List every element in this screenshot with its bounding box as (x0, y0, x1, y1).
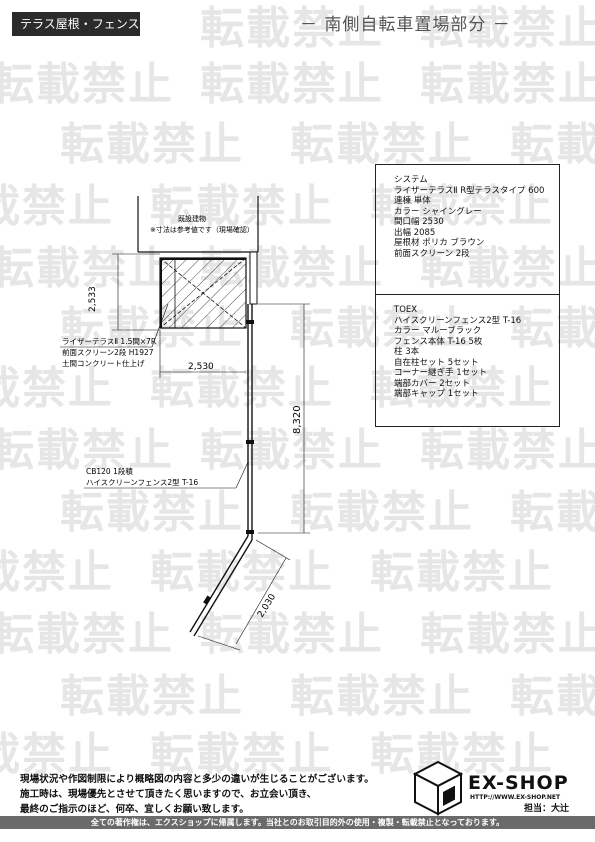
spec-line: 端部カバー 2セット (394, 378, 471, 389)
copyright-footer: 全ての著作権は、エクスショップに帰属します。当社とのお取引目的外の使用・複製・転… (0, 816, 595, 829)
note-line: 施工時は、現場優先とさせて頂きたく思いますので、お立会い頂き、 (20, 789, 317, 800)
watermark-text: 転載禁止 (420, 243, 595, 294)
dim-height-label: 2,533 (88, 286, 98, 312)
watermark-text: 転載禁止 (420, 3, 595, 54)
watermark-text: 転載禁止 (420, 609, 595, 660)
watermark-text: 転載禁止 (370, 729, 554, 780)
dim-long: 8,320 (258, 303, 310, 534)
watermark-text: 転載禁止 (0, 363, 114, 414)
spec-line: 自在柱セット 5セット (394, 357, 479, 368)
block-label-line: CB120 1段積 (86, 466, 133, 476)
watermark-text: 転載禁止 (60, 487, 244, 538)
terrace-roof (159, 257, 247, 329)
dim-diag-label: 2,030 (256, 592, 278, 619)
watermark-text: 転載禁止 (510, 119, 595, 170)
watermark-text: 転載禁止 (0, 59, 174, 110)
fence-line (189, 304, 254, 637)
spec-line: カラー マルーブラック (394, 326, 482, 336)
existing-note: ※寸法は参考値です（現場確認） (150, 225, 254, 234)
spec-box-terrace: システム ライザーテラスⅡ R型テラスタイプ 600 連棟 単体 カラー シャイ… (375, 164, 560, 295)
watermark-text: 転載禁止 (0, 425, 174, 476)
watermark-text: 転載禁止 (420, 59, 595, 110)
watermark-text: 転載禁止 (150, 547, 334, 598)
watermark-text: 転載禁止 (200, 425, 384, 476)
watermark-text: 転載禁止 (370, 363, 554, 414)
watermark-text: 転載禁止 (0, 181, 114, 232)
terrace-label-line: 前面スクリーン2段 H1927 (62, 347, 154, 357)
block-label: CB120 1段積 ハイスクリーンフェンス2型 T-16 (84, 461, 249, 489)
dim-height: 2,533 (88, 253, 160, 331)
dim-long-label: 8,320 (292, 405, 303, 434)
watermark-text: 転載禁止 (150, 729, 334, 780)
spec-line: カラー シャイングレー (394, 206, 482, 217)
watermark-text: 転載禁止 (290, 119, 474, 170)
notes: 現場状況や作図制限により概略図の内容と多少の違いが生じることがございます。 施工… (20, 772, 374, 817)
spec-line: ライザーテラスⅡ R型テラスタイプ 600 (394, 185, 545, 196)
watermark-text: 転載禁止 (200, 59, 384, 110)
spec-line: 前面スクリーン 2段 (394, 248, 470, 259)
spec-line: ハイスクリーンフェンス2型 T-16 (394, 315, 522, 326)
watermark-text: 転載禁止 (370, 181, 554, 232)
watermark-text: 転載禁止 (290, 303, 474, 354)
watermark-text: 転載禁止 (150, 181, 334, 232)
watermark-text: 転載禁止 (290, 671, 474, 722)
spec-line: 端部キャップ 1セット (394, 389, 479, 399)
watermark-text: 転載禁止 (290, 487, 474, 538)
wall (249, 251, 258, 305)
watermark-text: 転載禁止 (200, 609, 384, 660)
spec-line: 間口幅 2530 (394, 217, 444, 227)
watermark-text: 転載禁止 (60, 119, 244, 170)
terrace-label-line: ライザーテラスⅡ 1.5間×7R (62, 337, 156, 346)
page-subtitle: － 南側自転車置場部分 － (300, 15, 511, 35)
watermark-text: 転載禁止 (0, 729, 114, 780)
watermark-text: 転載禁止 (150, 363, 334, 414)
staff-in-charge: 担当：大辻 (524, 804, 570, 814)
spec-line: 連棟 単体 (394, 196, 431, 206)
dim-width-label: 2,530 (188, 362, 214, 372)
watermark-text: 転載禁止 (420, 425, 595, 476)
logo-url: HTTP://WWW.EX-SHOP.NET (470, 794, 561, 801)
note-line: 最終のご指示のほど、何卒、宜しくお願い致します。 (20, 804, 249, 815)
spec-line: フェンス本体 T-16 5枚 (394, 336, 483, 347)
terrace-label-line: 土間コンクリート仕上げ (62, 358, 145, 368)
existing-building: 既設建物 ※寸法は参考値です（現場確認） (137, 196, 259, 253)
watermark-text: 転載禁止 (510, 671, 595, 722)
note-line: 現場状況や作図制限により概略図の内容と多少の違いが生じることがございます。 (20, 774, 374, 785)
spec-line: 屋根材 ポリカ ブラウン (394, 238, 485, 248)
block-label-line: ハイスクリーンフェンス2型 T-16 (86, 478, 198, 487)
watermark-text: 転載禁止 (0, 609, 174, 660)
spec-line: 柱 3本 (394, 347, 420, 357)
watermark-text: 転載禁止 (510, 487, 595, 538)
section-tag: テラス屋根・フェンス (12, 12, 140, 36)
watermark-text: 転載禁止 (0, 547, 114, 598)
terrace-label: ライザーテラスⅡ 1.5間×7R 前面スクリーン2段 H1927 土間コンクリー… (60, 303, 169, 368)
spec-line: 出幅 2085 (394, 227, 436, 238)
spec-line: コーナー継ぎ手 1セット (394, 368, 488, 378)
ex-shop-logo-icon (413, 760, 463, 816)
existing-note: 既設建物 (178, 214, 206, 223)
watermark-text: 転載禁止 (200, 3, 384, 54)
watermark-text: 転載禁止 (60, 671, 244, 722)
logo-name: EX-SHOP (468, 772, 569, 794)
watermark-text: 転載禁止 (510, 303, 595, 354)
watermark-text: 転載禁止 (370, 547, 554, 598)
spec-box-fence: TOEX ハイスクリーンフェンス2型 T-16 カラー マルーブラック フェンス… (375, 295, 560, 427)
spec-line: TOEX (394, 305, 418, 315)
spec-line: システム (394, 175, 428, 185)
dim-width: 2,530 (159, 330, 246, 378)
